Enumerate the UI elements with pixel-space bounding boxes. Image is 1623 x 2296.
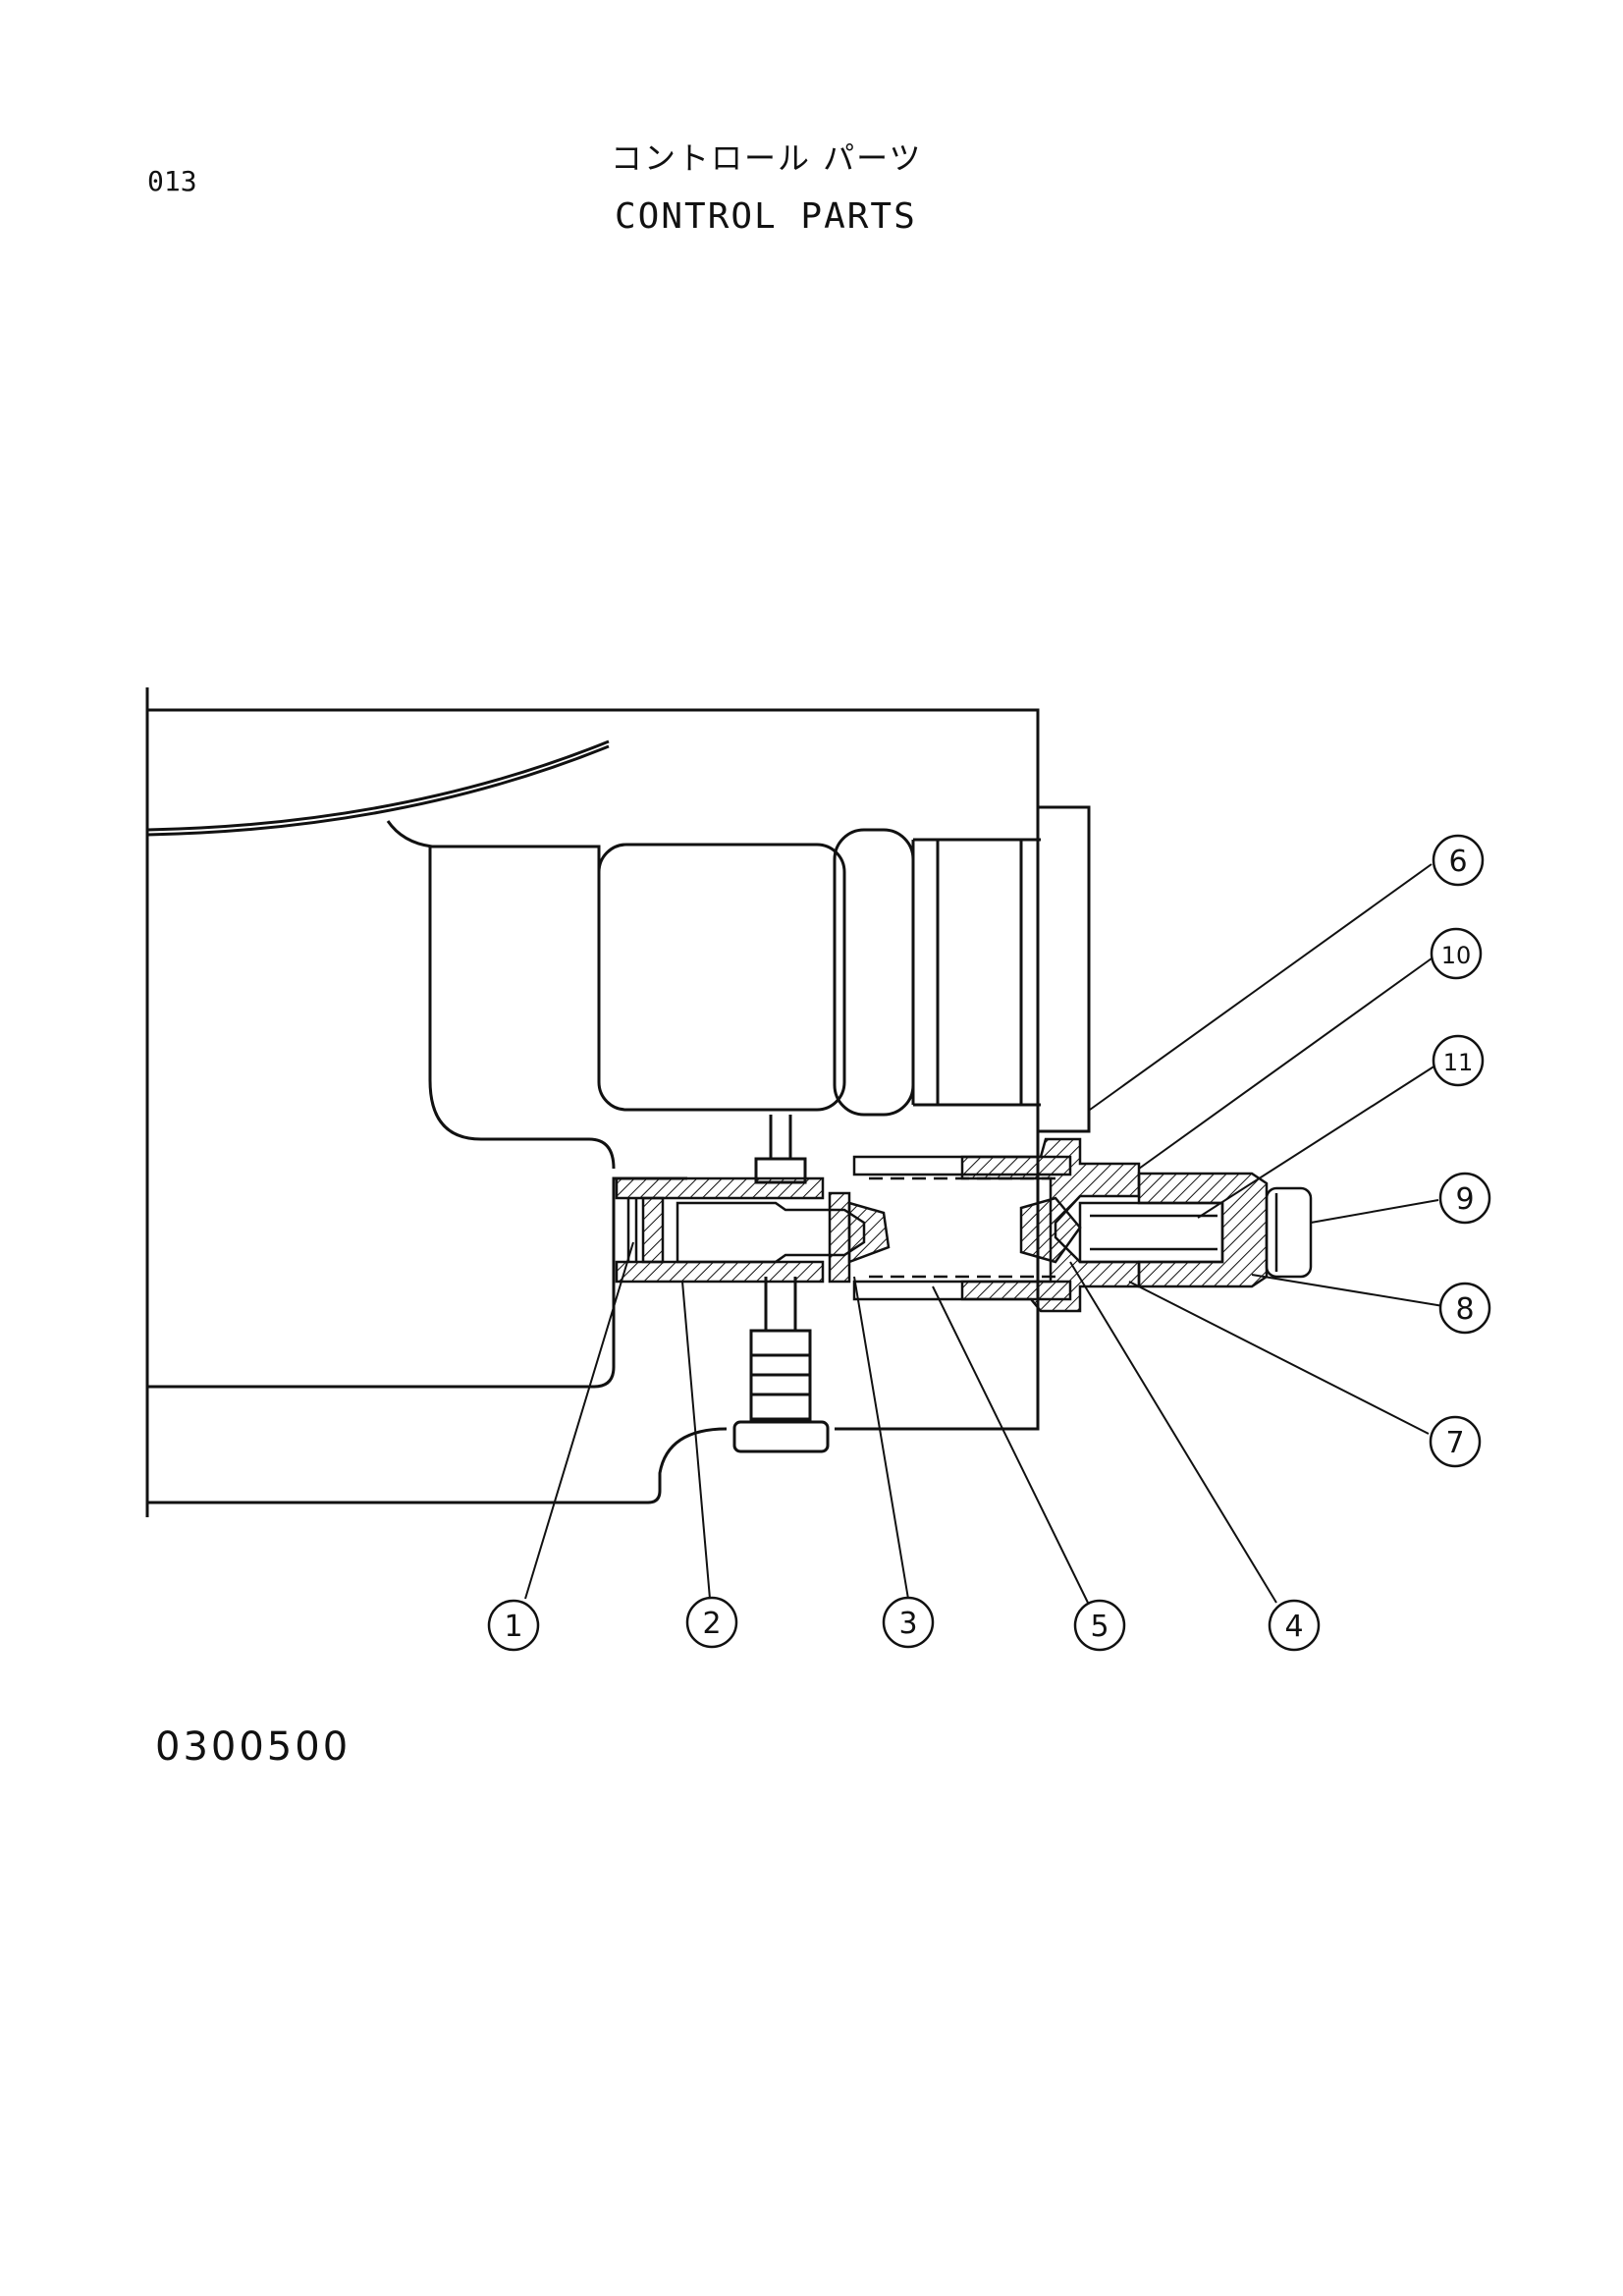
- callout-10: 10: [1430, 927, 1483, 980]
- callout-8: 8: [1438, 1282, 1491, 1335]
- callout-5-label: 5: [1090, 1610, 1109, 1644]
- page-number: 013: [147, 165, 197, 197]
- drawing-code: 0300500: [155, 1724, 352, 1770]
- callout-2-label: 2: [702, 1607, 721, 1641]
- callout-11-label: 11: [1443, 1049, 1474, 1076]
- callout-6: 6: [1432, 834, 1485, 887]
- callout-7: 7: [1429, 1415, 1482, 1468]
- callout-3: 3: [882, 1596, 935, 1649]
- callout-group: 1 2 3 4 5 6 7 8: [487, 834, 1491, 1652]
- title-english: CONTROL PARTS: [615, 196, 917, 237]
- callout-11: 11: [1432, 1034, 1485, 1087]
- callout-1-label: 1: [504, 1610, 522, 1644]
- title-japanese: コントロール パーツ: [611, 139, 923, 177]
- callout-8-label: 8: [1455, 1292, 1474, 1327]
- callout-9: 9: [1438, 1172, 1491, 1225]
- callout-4-label: 4: [1284, 1610, 1303, 1644]
- callout-3-label: 3: [898, 1607, 917, 1641]
- callout-4: 4: [1268, 1599, 1321, 1652]
- callout-5: 5: [1073, 1599, 1126, 1652]
- callout-2: 2: [685, 1596, 738, 1649]
- callout-10-label: 10: [1441, 942, 1472, 969]
- leader-lines: [524, 863, 1444, 1604]
- cartridge-cross-section: [615, 1137, 1313, 1313]
- callout-6-label: 6: [1448, 845, 1467, 879]
- valve-body-outline: [145, 687, 1091, 1517]
- callout-7-label: 7: [1445, 1426, 1464, 1460]
- callout-9-label: 9: [1455, 1182, 1474, 1217]
- callout-1: 1: [487, 1599, 540, 1652]
